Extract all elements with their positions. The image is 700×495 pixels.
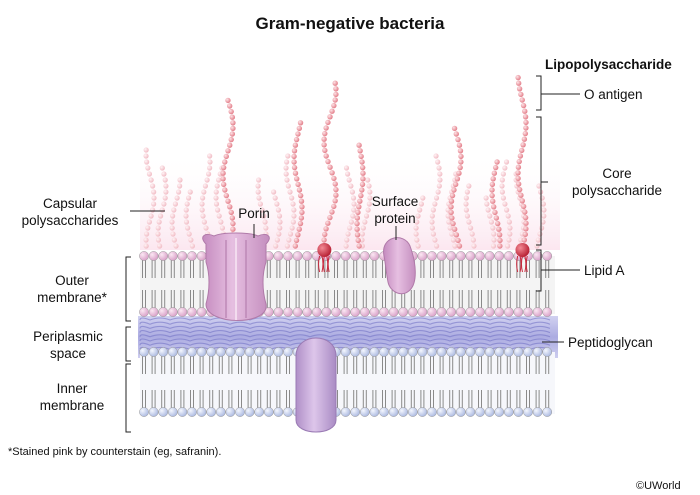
- periplasmic-label-line2: space: [49, 346, 87, 361]
- footnote: *Stained pink by counterstain (eg, safra…: [8, 446, 222, 458]
- capsular-label-line2: polysaccharides: [21, 213, 119, 228]
- core-label-line2: polysaccharide: [571, 183, 663, 198]
- surface-label-line1: Surface: [371, 194, 419, 209]
- porin-label: Porin: [238, 206, 270, 221]
- porin-protein: [202, 232, 270, 321]
- periplasmic-space-label: Periplasmic space: [18, 328, 118, 362]
- surface-protein-label: Surface protein: [360, 193, 430, 227]
- o-antigen-label: O antigen: [584, 87, 643, 102]
- periplasmic-label-line1: Periplasmic: [33, 329, 103, 344]
- core-polysaccharide-label: Core polysaccharide: [552, 165, 682, 199]
- diagram-title: Gram-negative bacteria: [255, 14, 445, 33]
- surface-protein: [383, 237, 416, 295]
- outer-label-line2: membrane*: [37, 290, 107, 305]
- inner-membrane-label: Inner membrane: [22, 380, 122, 414]
- copyright-notice: ©UWorld: [636, 480, 681, 492]
- surface-label-line2: protein: [374, 211, 416, 226]
- annotation-lines: [125, 75, 580, 433]
- peptidoglycan-label: Peptidoglycan: [568, 335, 653, 350]
- capsular-label-line1: Capsular: [42, 196, 98, 211]
- outer-membrane-label: Outer membrane*: [22, 272, 122, 306]
- lipopolysaccharide-chains: [220, 74, 530, 273]
- lipid-a-label: Lipid A: [584, 263, 625, 278]
- inner-membrane-bilayer: [139, 347, 555, 417]
- inner-label-line1: Inner: [56, 381, 88, 396]
- outer-label-line1: Outer: [55, 273, 89, 288]
- lipopolysaccharide-heading: Lipopolysaccharide: [545, 57, 672, 72]
- inner-membrane-protein: [295, 337, 337, 433]
- inner-label-line2: membrane: [39, 398, 105, 413]
- capsular-polysaccharides-label: Capsular polysaccharides: [10, 195, 130, 229]
- outer-membrane-bilayer: [139, 251, 555, 317]
- core-label-line1: Core: [602, 166, 632, 181]
